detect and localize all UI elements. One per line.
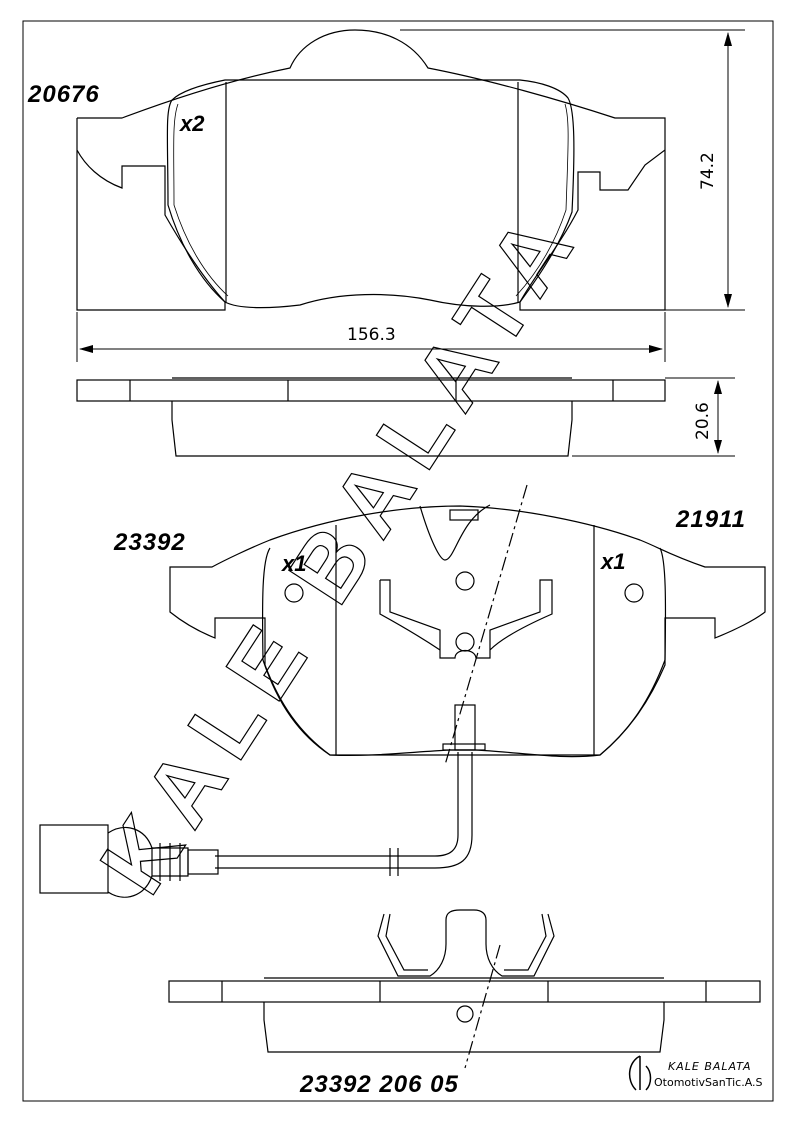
bottom-pad-side-view — [168, 909, 761, 1069]
kale-logo-mark — [628, 1055, 652, 1091]
mid-right-part-number: 21911 — [676, 506, 746, 533]
top-pad-friction-inner-r — [515, 103, 569, 297]
bottom-side-backing — [168, 980, 761, 1003]
sheet-frame — [22, 20, 774, 1102]
wear-sensor-cable — [39, 752, 473, 898]
top-part-number: 20676 — [28, 81, 100, 108]
bottom-side-friction — [263, 1002, 665, 1053]
sensor-plug-grommet — [151, 843, 189, 881]
top-side-friction — [171, 401, 573, 457]
top-side-backing — [76, 379, 666, 402]
mid-pad-rivet-center — [455, 571, 475, 591]
mid-pad-anti-rattle-spring — [380, 579, 553, 659]
bottom-clip-inner — [385, 913, 547, 971]
mid-left-part-number: 23392 — [114, 529, 186, 556]
mid-pad-clip-tab — [449, 509, 479, 521]
bottom-clip — [377, 909, 555, 977]
mid-pad-friction — [261, 547, 667, 756]
top-pad-friction-inner — [173, 103, 229, 297]
mid-right-quantity: x1 — [601, 549, 626, 574]
sensor-plug-boot — [107, 827, 153, 898]
width-dimension-value: 156.3 — [347, 325, 396, 345]
mid-pad-hole-right — [624, 583, 644, 603]
bottom-clip-centerline — [464, 944, 501, 1069]
mid-pad-hole-left — [284, 583, 304, 603]
top-pad-backing-plate — [77, 29, 666, 311]
mid-pad-rivet-lower — [455, 632, 475, 652]
height-dimension-value: 74.2 — [698, 152, 718, 190]
mid-pad-sensor-housing — [454, 704, 476, 751]
logo-company-text: OtomotivSanTic.A.S — [654, 1076, 763, 1089]
mid-pad-spring-top-arc — [419, 504, 491, 561]
bottom-product-code: 23392 206 05 — [300, 1071, 459, 1098]
thickness-dimension-value: 20.6 — [693, 402, 713, 440]
bottom-side-rivet — [456, 1005, 474, 1023]
mid-pad-sensor-bracket — [442, 743, 486, 751]
dimension-height — [400, 29, 745, 311]
mid-left-quantity: x1 — [282, 551, 307, 576]
logo-brand-text: KALE BALATA — [668, 1060, 752, 1073]
sensor-plug-connector — [39, 824, 109, 894]
top-pad-front-view — [76, 29, 666, 311]
top-pad-side-view — [76, 377, 666, 457]
top-quantity: x2 — [180, 111, 205, 136]
mid-pad-front-view — [169, 484, 766, 766]
dimension-width — [76, 312, 666, 362]
top-pad-friction — [166, 79, 575, 309]
mid-pad-spring-left-arm — [379, 580, 441, 651]
top-pad-backing-left — [76, 118, 226, 311]
dimension-thickness — [572, 377, 735, 457]
mid-pad-centerline — [444, 484, 528, 766]
